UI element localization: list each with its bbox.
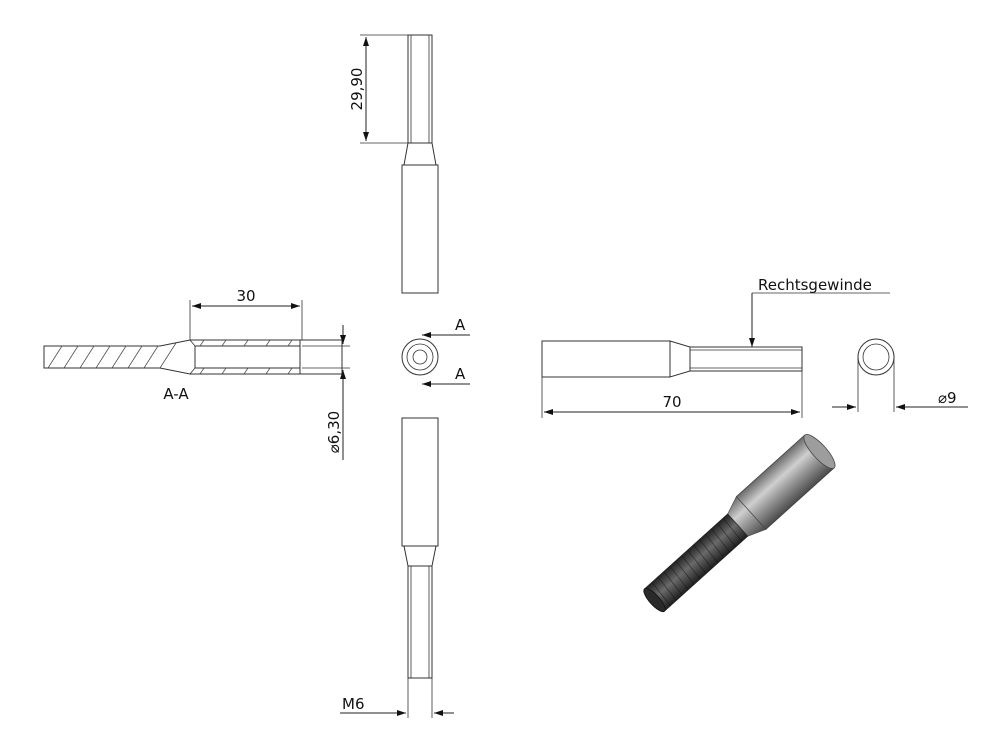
side-body [541,340,671,378]
side-thread-section [689,346,803,372]
top-taper [403,142,437,166]
bottom-thread-section [407,565,433,679]
isometric-view [643,434,836,613]
section-view-aa: 30 ⌀6,30 A-A [43,287,350,460]
bottom-taper [403,545,437,567]
top-body [401,164,439,294]
dim-top-thread-length: 29,90 [348,68,366,111]
top-thread-section [407,34,433,144]
dim-outer-diameter: ⌀9 [938,389,957,407]
side-view: Rechtsgewinde 70 [541,276,890,418]
end-view-center: A A [401,316,470,387]
dim-thread-size: M6 [342,695,365,713]
bottom-view: M6 [340,417,454,718]
section-mark-bottom: A [455,365,466,383]
thread-note: Rechtsgewinde [758,276,872,294]
top-view: 29,90 [348,34,439,294]
dim-inner-diameter: ⌀6,30 [325,411,343,453]
dim-section-depth: 30 [236,287,255,305]
end-view-right: ⌀9 [832,338,968,412]
section-collar [299,339,343,375]
section-name: A-A [163,385,189,403]
section-mark-top: A [455,316,466,334]
section-bore [194,345,301,369]
bottom-body [401,417,439,547]
side-taper [669,340,691,378]
dim-total-length: 70 [662,393,681,411]
